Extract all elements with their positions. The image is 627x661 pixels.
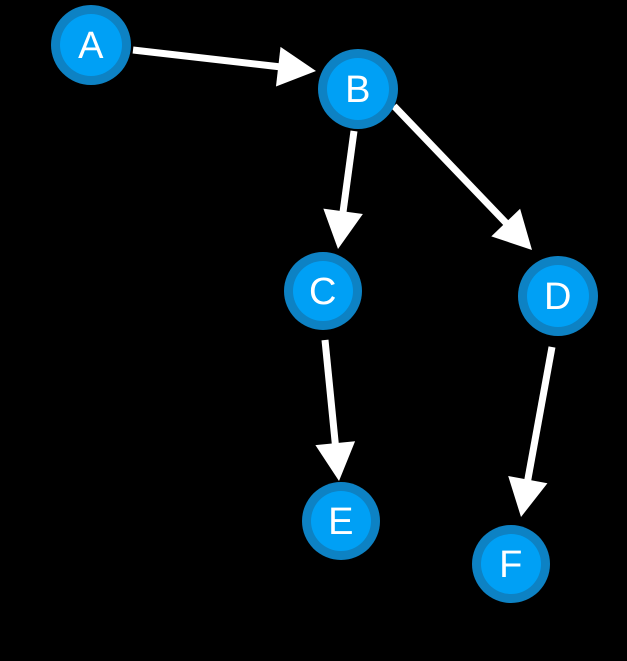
graph-node-d[interactable]: D: [518, 256, 598, 336]
node-label: E: [328, 501, 354, 543]
graph-edge: [315, 339, 356, 481]
arrowhead-icon: [315, 441, 356, 481]
edge-shaft: [339, 130, 358, 215]
graph-node-b[interactable]: B: [318, 49, 398, 129]
node-label: B: [345, 69, 371, 111]
arrowhead-icon: [491, 208, 532, 250]
node-fill: [311, 491, 371, 551]
node-label: A: [78, 25, 104, 67]
node-label: F: [499, 544, 523, 586]
graph-edge: [323, 130, 363, 249]
edge-shaft: [132, 46, 282, 71]
graph-node-e[interactable]: E: [302, 482, 380, 560]
node-label: C: [309, 271, 337, 313]
graph-edge: [132, 46, 316, 87]
arrowhead-icon: [323, 208, 363, 249]
graph-node-c[interactable]: C: [284, 252, 362, 330]
node-fill: [481, 534, 541, 594]
edges-layer: [132, 46, 556, 517]
edge-shaft: [391, 103, 511, 228]
nodes-layer: A B C D E F: [51, 5, 598, 603]
edge-shaft: [523, 346, 556, 484]
node-label: D: [544, 276, 572, 318]
arrowhead-icon: [275, 46, 316, 87]
edge-shaft: [321, 339, 340, 447]
graph-edge: [508, 346, 556, 517]
graph-edge: [391, 103, 532, 250]
graph-node-f[interactable]: F: [472, 525, 550, 603]
graph-node-a[interactable]: A: [51, 5, 131, 85]
node-fill: [293, 261, 353, 321]
node-fill: [527, 265, 589, 327]
arrowhead-icon: [508, 476, 548, 517]
node-fill: [327, 58, 389, 120]
node-fill: [60, 14, 122, 76]
